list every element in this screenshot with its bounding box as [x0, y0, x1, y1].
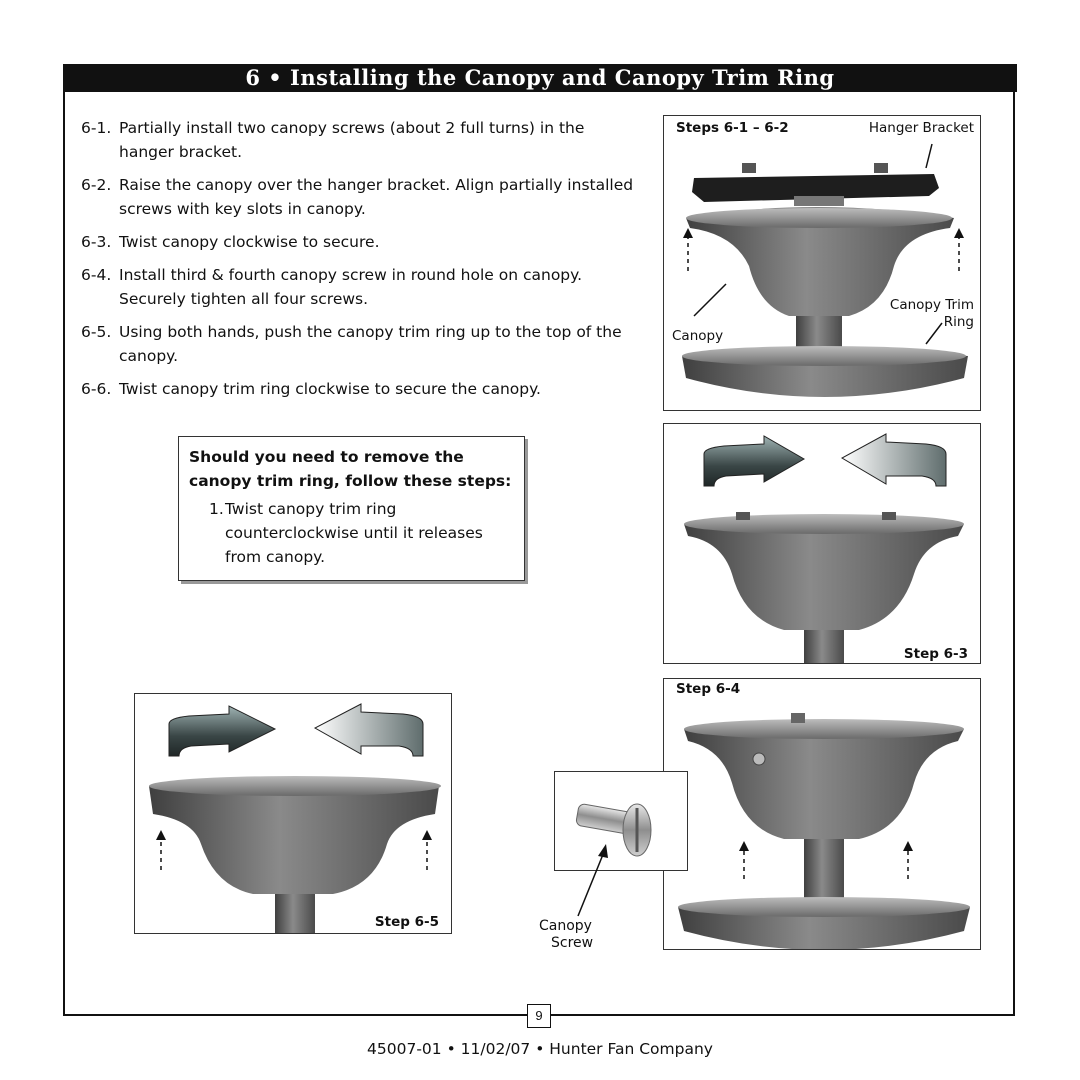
clockwise-arrow-icon — [703, 435, 806, 487]
pointer-line — [577, 851, 605, 917]
arrow-head — [422, 830, 432, 840]
figure-step-6-4: Step 6-4 — [663, 678, 981, 950]
arrow-head — [954, 228, 964, 238]
removal-note: Should you need to remove the canopy tri… — [178, 436, 525, 581]
figure-step-6-5: Step 6-5 — [134, 693, 452, 934]
canopy-screw-detail — [554, 771, 688, 871]
hanger-bracket-label: Hanger Bracket — [868, 120, 974, 136]
note-step: 1. Twist canopy trim ring counterclockwi… — [209, 500, 483, 566]
screw-illustration — [575, 803, 652, 857]
hanger-bracket — [692, 174, 939, 202]
canopy-label: Canopy — [672, 328, 724, 344]
figure-step-label: Step 6-4 — [676, 681, 741, 697]
step-item: 6-5.Using both hands, push the canopy tr… — [81, 323, 622, 365]
note-heading: Should you need to remove the canopy tri… — [189, 448, 512, 490]
instruction-steps: 6-1.Partially install two canopy screws … — [81, 116, 641, 410]
push-trim-ring-illustration — [149, 703, 441, 933]
trim-ring-rim — [149, 776, 441, 796]
arrow-head — [739, 841, 749, 851]
figure-step-6-3: Step 6-3 — [663, 423, 981, 664]
downrod — [804, 630, 844, 663]
canopy-rim — [684, 514, 964, 534]
step-item: 6-6.Twist canopy trim ring clockwise to … — [81, 380, 541, 398]
pointer-line — [925, 322, 943, 345]
canopy-trim-label: Canopy Trim — [889, 297, 974, 313]
figure-step-label: Step 6-3 — [903, 646, 968, 662]
arrow-head — [903, 841, 913, 851]
pointer-line — [693, 283, 727, 317]
step-item: 6-2.Raise the canopy over the hanger bra… — [81, 176, 634, 218]
clockwise-arrow-icon — [168, 705, 277, 757]
screw-label: Canopy — [539, 918, 592, 934]
canopy-rim — [684, 719, 964, 739]
twist-canopy-illustration — [684, 433, 964, 663]
downrod — [804, 839, 844, 899]
arrow-head — [156, 830, 166, 840]
trim-ring-rim — [682, 346, 966, 366]
counterclockwise-arrow-icon — [313, 703, 424, 757]
section-title: 6 • Installing the Canopy and Canopy Tri… — [63, 64, 1017, 92]
page-number: 9 — [527, 1004, 551, 1028]
figure-step-label: Step 6-5 — [374, 914, 439, 930]
figure-steps-6-1-6-2: Steps 6-1 – 6-2 Hanger Bracket Canopy Tr… — [663, 115, 981, 411]
counterclockwise-arrow-icon — [840, 433, 947, 487]
document-footer: 45007-01 • 11/02/07 • Hunter Fan Company — [367, 1040, 713, 1058]
canopy-screw — [752, 752, 766, 766]
canopy — [686, 207, 954, 316]
step-item: 6-3.Twist canopy clockwise to secure. — [81, 233, 380, 251]
step-item: 6-1.Partially install two canopy screws … — [81, 119, 585, 161]
canopy — [684, 721, 964, 839]
bracket-stud — [791, 713, 805, 723]
canopy-bracket-illustration — [682, 143, 968, 397]
bracket-center — [794, 196, 844, 206]
bracket-stud — [736, 512, 750, 520]
bracket-stud — [874, 163, 888, 173]
canopy-rim — [686, 208, 952, 228]
canopy — [684, 516, 964, 630]
trim-ring-rim — [678, 897, 970, 917]
step-item: 6-4.Install third & fourth canopy screw … — [81, 266, 583, 308]
bracket-stud — [882, 512, 896, 520]
bracket-stud — [742, 163, 756, 173]
install-screws-illustration — [678, 713, 970, 949]
screw-label-line2: Screw — [551, 935, 594, 951]
canopy-with-trim-ring — [149, 778, 439, 894]
downrod — [275, 894, 315, 933]
arrow-head — [683, 228, 693, 238]
canopy-trim-label-line2: Ring — [943, 314, 974, 330]
screw-pointer — [577, 844, 608, 917]
arrow-head — [598, 844, 608, 858]
pointer-line — [925, 143, 933, 169]
figure-step-label: Steps 6-1 – 6-2 — [676, 120, 789, 136]
